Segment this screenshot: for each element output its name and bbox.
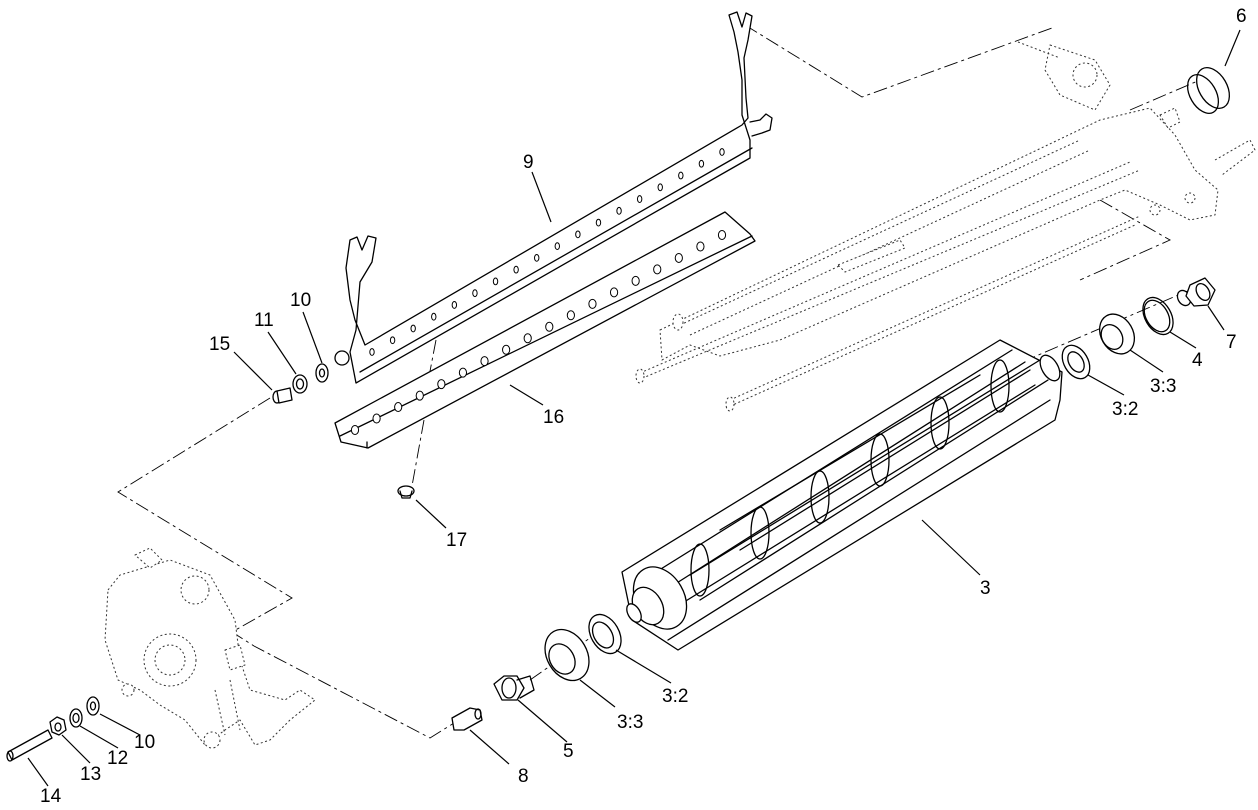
callout-17: 17	[446, 530, 467, 551]
side-plate-ghost	[104, 547, 316, 749]
callout-16: 16	[543, 407, 564, 428]
reel-spider	[690, 543, 710, 597]
bedknife-hole	[480, 356, 489, 367]
bedknife-holes	[350, 230, 727, 435]
bedknife-hole	[502, 344, 511, 355]
spring-washer	[69, 708, 83, 728]
callout-3-2-left: 3:2	[662, 686, 688, 707]
callout-11: 11	[254, 310, 274, 331]
washer-upper	[315, 363, 329, 383]
bar-hole	[534, 253, 540, 262]
bedknife-hole	[372, 413, 381, 424]
bedknife-hole	[717, 230, 727, 240]
callout-10-upper: 10	[290, 290, 311, 311]
reel-shaft-adapter	[451, 707, 483, 731]
reel-right-bearing-seal	[1061, 344, 1091, 380]
reel-spiders	[690, 359, 1010, 597]
bar-hole	[513, 265, 519, 274]
callout-5: 5	[563, 741, 574, 762]
bar-hole	[698, 159, 705, 168]
reel-spider	[810, 470, 830, 524]
bedknife-hole	[566, 310, 575, 321]
bar-hole	[431, 312, 437, 321]
reel-frame-ghost	[635, 41, 1256, 412]
bedknife-hole	[458, 367, 468, 378]
bar-hole	[410, 324, 416, 333]
bedknife-hole	[437, 379, 446, 390]
bar-hole	[595, 218, 602, 227]
cap	[1186, 67, 1231, 114]
reel-spider	[750, 506, 770, 560]
reel-left-bearing	[544, 628, 590, 682]
callout-9: 9	[523, 152, 534, 173]
washer-lower	[86, 696, 100, 716]
callout-3-2-right: 3:2	[1112, 399, 1138, 420]
reel-left-seal	[588, 613, 622, 655]
bedknife-hole	[696, 241, 705, 252]
bar-hole	[575, 230, 581, 239]
callout-3-3-left: 3:3	[617, 712, 643, 733]
bedknife-screw	[397, 485, 415, 499]
bar-hole	[678, 171, 684, 180]
reel-spider	[930, 396, 950, 450]
bedknife-bar-holes	[369, 148, 725, 356]
bedknife-hole	[350, 425, 360, 435]
reel-nut-right	[1176, 277, 1216, 307]
bar-hole	[657, 183, 663, 192]
bar-hole	[719, 148, 725, 156]
bar-hole	[636, 195, 643, 203]
bar-hole	[369, 348, 375, 356]
reel-spider	[870, 433, 890, 487]
bedknife-bar	[334, 11, 773, 384]
callout-3-3-right: 3:3	[1150, 376, 1176, 397]
reel-nut-left	[493, 675, 535, 701]
callout-10-lower: 10	[134, 732, 155, 753]
leader-lines	[27, 29, 1241, 787]
callout-6: 6	[1236, 6, 1247, 27]
callout-14: 14	[40, 786, 62, 807]
bar-hole	[389, 336, 396, 345]
callout-7: 7	[1226, 332, 1237, 353]
bushing	[292, 374, 308, 394]
bedknife-hole	[653, 264, 662, 275]
bedknife-hole	[674, 252, 683, 263]
callout-labels: 9 16 17 3 3:2 3:3 5 8 3:2 3:3 4 7 6 10 1…	[40, 6, 1247, 807]
bedknife-hole	[631, 275, 640, 286]
bar-hole	[616, 206, 622, 215]
bedknife-hole	[415, 390, 424, 401]
reel-right-bearing	[1098, 313, 1136, 355]
bar-hole	[554, 242, 560, 251]
callout-4: 4	[1192, 350, 1203, 371]
cutting-reel	[621, 339, 1063, 651]
shaft-bushing	[272, 387, 293, 404]
bedknife-hole	[523, 333, 532, 344]
bedknife-hole	[394, 402, 403, 413]
bar-hole	[451, 301, 458, 309]
bedknife-hole	[588, 298, 597, 309]
callout-13: 13	[80, 764, 101, 785]
lock-nut	[49, 716, 67, 736]
callout-12: 12	[107, 748, 128, 769]
pivot-shaft	[6, 729, 53, 762]
bar-hole	[472, 289, 478, 298]
bedknife-hole	[545, 321, 554, 332]
callout-3: 3	[980, 578, 991, 599]
bar-hole	[492, 277, 499, 286]
callout-15: 15	[209, 334, 230, 355]
callout-8: 8	[518, 766, 529, 787]
bedknife	[334, 211, 756, 449]
o-ring	[1142, 296, 1174, 336]
bedknife-hole	[609, 287, 619, 298]
reel-spider	[990, 359, 1010, 413]
